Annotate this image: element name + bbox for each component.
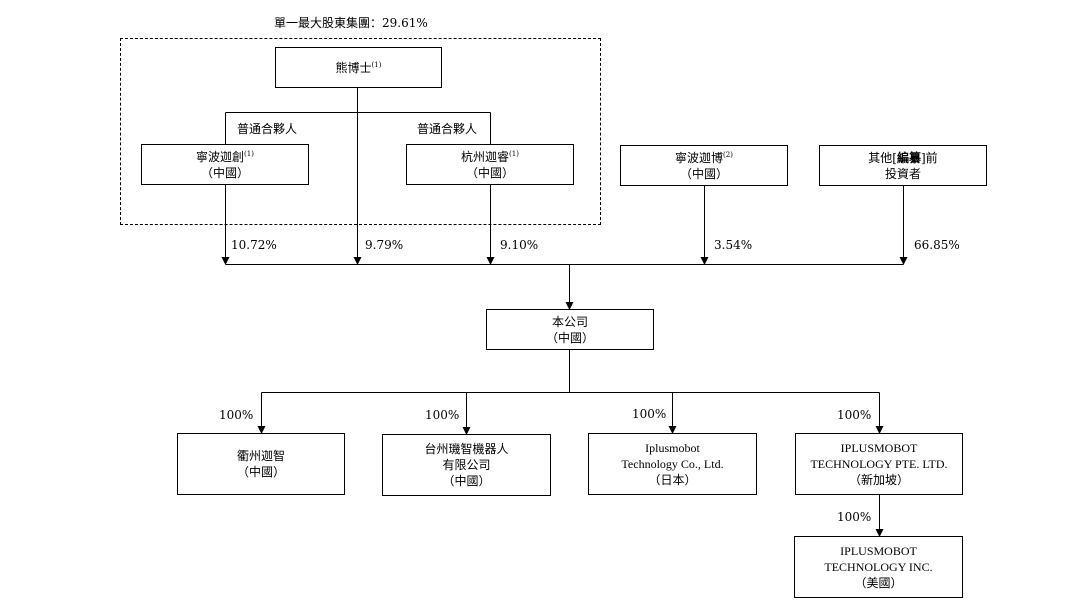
taizhou-line1: 台州璣智機器人: [424, 442, 509, 456]
company-country: （中國）: [545, 330, 594, 345]
box-xiong: 熊博士(1): [275, 47, 442, 88]
box-ningbo-jiachuang: 寧波迦創(1) （中國）: [141, 144, 309, 185]
ningbo-jiabo-note: (2): [723, 150, 733, 159]
box-japan: Iplusmobot Technology Co., Ltd. （日本）: [588, 433, 757, 495]
xiong-note: (1): [371, 60, 382, 69]
ningbo-jiachuang-note: (1): [244, 149, 254, 158]
largest-shareholder-group-box: [120, 38, 601, 225]
pct-other-investors: 66.85%: [914, 238, 960, 252]
box-singapore: IPLUSMOBOT TECHNOLOGY PTE. LTD. （新加坡）: [795, 433, 963, 495]
pct-japan: 100%: [632, 407, 667, 421]
box-company: 本公司 （中國）: [486, 309, 654, 350]
usa-line1: IPLUSMOBOT: [840, 544, 917, 558]
box-other-investors: 其他[編纂]前 投資者: [819, 145, 987, 186]
pct-ningbo-jiachuang: 10.72%: [231, 238, 277, 252]
ningbo-jiachuang-country: （中國）: [200, 165, 249, 180]
box-hangzhou-jiarui: 杭州迦睿(1) （中國）: [406, 144, 574, 185]
pct-xiong: 9.79%: [365, 238, 404, 252]
pct-quzhou: 100%: [219, 408, 254, 422]
pct-singapore: 100%: [837, 408, 872, 422]
usa-country: （美國）: [854, 576, 903, 590]
japan-line1: Iplusmobot: [645, 441, 700, 455]
taizhou-line2: 有限公司: [442, 458, 491, 472]
company-name: 本公司: [551, 314, 588, 329]
japan-country: （日本）: [648, 473, 697, 487]
singapore-line1: IPLUSMOBOT: [840, 441, 918, 455]
ningbo-jiabo-country: （中國）: [679, 166, 728, 181]
other-investors-post: ]前: [921, 150, 938, 165]
hangzhou-jiarui-note: (1): [509, 149, 519, 158]
box-usa: IPLUSMOBOT TECHNOLOGY INC. （美國）: [794, 536, 963, 598]
singapore-line2: TECHNOLOGY PTE. LTD.: [810, 457, 948, 471]
box-taizhou: 台州璣智機器人 有限公司 （中國）: [382, 434, 551, 496]
box-ningbo-jiabo: 寧波迦博(2) （中國）: [620, 145, 788, 186]
japan-line2: Technology Co., Ltd.: [621, 457, 724, 471]
pct-usa: 100%: [837, 510, 872, 524]
pct-ningbo-jiabo: 3.54%: [714, 238, 753, 252]
hangzhou-jiarui-name: 杭州迦睿: [461, 149, 510, 164]
box-quzhou: 衢州迦智 （中國）: [177, 433, 345, 495]
pct-hangzhou-jiarui: 9.10%: [500, 238, 539, 252]
usa-line2: TECHNOLOGY INC.: [824, 560, 933, 574]
taizhou-country: （中國）: [442, 474, 491, 488]
group-label: 單一最大股東集團：29.61%: [274, 16, 428, 30]
ningbo-jiachuang-name: 寧波迦創: [196, 149, 245, 164]
ningbo-jiabo-name: 寧波迦博: [675, 150, 724, 165]
gp-label-left: 普通合夥人: [237, 122, 298, 136]
quzhou-name: 衢州迦智: [236, 449, 285, 463]
other-investors-line2: 投資者: [884, 166, 921, 181]
singapore-country: （新加坡）: [848, 473, 909, 487]
other-investors-pre: 其他[: [868, 150, 897, 165]
pct-taizhou: 100%: [425, 408, 460, 422]
hangzhou-jiarui-country: （中國）: [465, 165, 514, 180]
quzhou-country: （中國）: [236, 465, 285, 479]
xiong-name: 熊博士: [335, 60, 372, 75]
gp-label-right: 普通合夥人: [417, 122, 478, 136]
other-investors-redacted: 編纂: [896, 150, 921, 165]
